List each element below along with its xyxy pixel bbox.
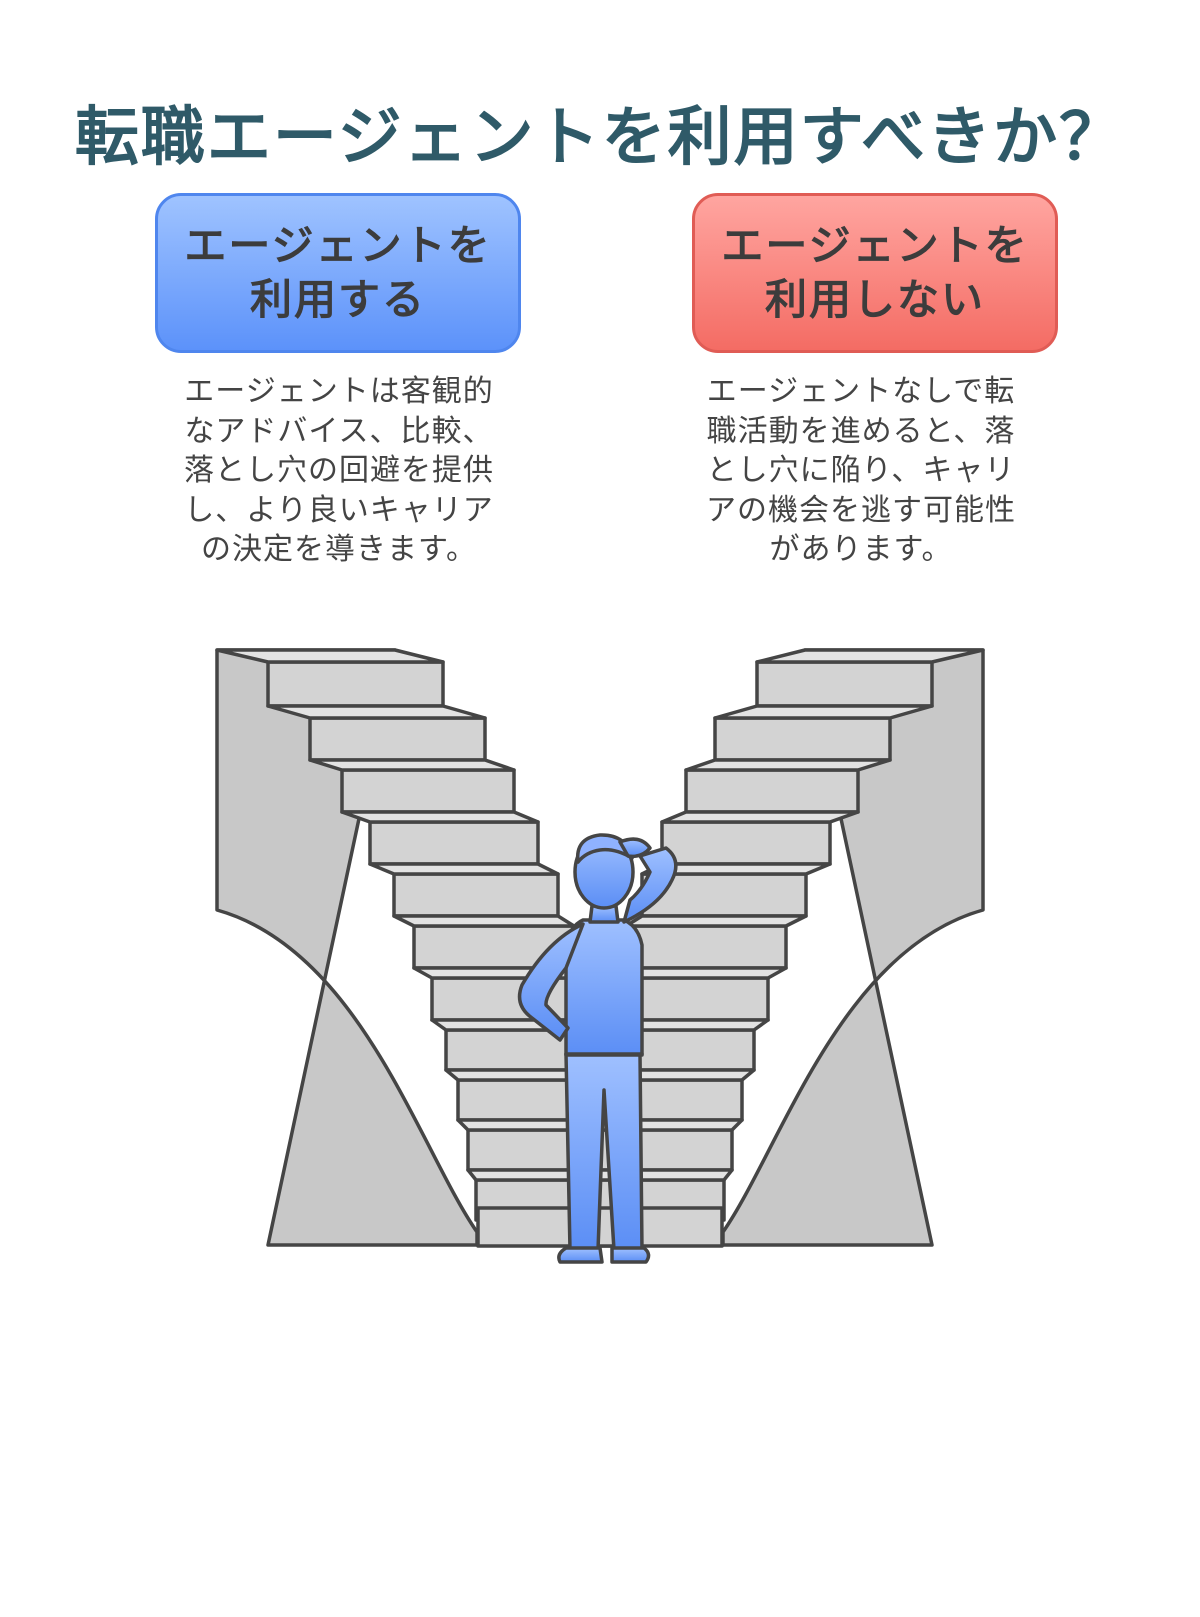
page-title: 転職エージェントを利用すべきか？ [74, 101, 1126, 175]
option-use-agent-description: エージェントは客観的 なアドバイス、比較、 落とし穴の回避を提供 し、より良いキ… [184, 374, 494, 568]
option-no-agent: エージェントを 利用しない [692, 193, 1058, 353]
stairs-right-icon [582, 648, 985, 1248]
stairs-illustration [215, 648, 985, 1264]
option-use-agent-label: エージェントを 利用する [184, 221, 492, 324]
person-thinking-icon [517, 833, 678, 1264]
option-no-agent-description: エージェントなしで転 職活動を進めると、落 とし穴に陥り、キャリ アの機会を逃す… [706, 374, 1016, 568]
option-no-agent-label: エージェントを 利用しない [721, 221, 1029, 324]
option-use-agent: エージェントを 利用する [155, 193, 521, 353]
